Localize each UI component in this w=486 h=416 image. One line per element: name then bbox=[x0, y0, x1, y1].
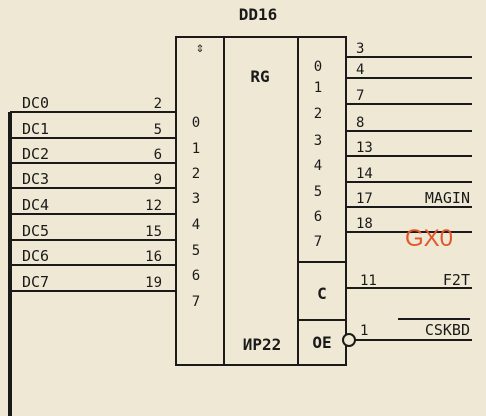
input-pin-number: 15 bbox=[145, 224, 162, 240]
output-pin-number: 3 bbox=[356, 41, 364, 57]
output-pin-number: 14 bbox=[356, 166, 373, 182]
chip-part-label: ИР22 bbox=[243, 335, 282, 354]
output-bit-label: 4 bbox=[314, 158, 322, 174]
output-pin-number: 18 bbox=[356, 216, 373, 232]
output-pin-number: 4 bbox=[356, 62, 364, 78]
clock-net-label: F2T bbox=[443, 271, 470, 289]
input-net-label: DC6 bbox=[22, 247, 49, 265]
output-bit-label: 1 bbox=[314, 80, 322, 96]
clock-input-label: C bbox=[317, 284, 327, 303]
input-pin-number: 2 bbox=[154, 96, 162, 112]
input-bit-label: 2 bbox=[192, 166, 200, 182]
input-pin-number: 12 bbox=[145, 198, 162, 214]
clock-pin-number: 11 bbox=[360, 273, 377, 289]
output-net-label: MAGIN bbox=[425, 189, 470, 207]
output-bit-label: 3 bbox=[314, 133, 322, 149]
output-pin-number: 8 bbox=[356, 115, 364, 131]
input-pin-number: 9 bbox=[154, 172, 162, 188]
input-pin-number: 5 bbox=[154, 122, 162, 138]
output-bit-label: 6 bbox=[314, 209, 322, 225]
output-pin-number: 17 bbox=[356, 191, 373, 207]
bidirectional-arrow-icon: ⇕ bbox=[196, 40, 204, 56]
input-bit-label: 7 bbox=[192, 294, 200, 310]
input-bit-label: 5 bbox=[192, 243, 200, 259]
annotation-text: GX0 bbox=[405, 225, 453, 252]
input-bit-label: 3 bbox=[192, 191, 200, 207]
output-bit-label: 2 bbox=[314, 106, 322, 122]
output-bit-label: 0 bbox=[314, 59, 322, 75]
chip-function-label: RG bbox=[250, 67, 269, 86]
oe-pin-number: 1 bbox=[360, 323, 368, 339]
chip-body bbox=[175, 36, 347, 366]
input-bit-label: 0 bbox=[192, 115, 200, 131]
input-bit-label: 4 bbox=[192, 217, 200, 233]
input-pin-number: 19 bbox=[145, 275, 162, 291]
input-pin-number: 6 bbox=[154, 147, 162, 163]
oe-input-label: OE bbox=[312, 333, 331, 352]
inversion-bubble-icon bbox=[342, 333, 356, 347]
output-bit-label: 5 bbox=[314, 184, 322, 200]
input-pin-number: 16 bbox=[145, 249, 162, 265]
input-net-label: DC7 bbox=[22, 273, 49, 291]
input-bit-label: 6 bbox=[192, 268, 200, 284]
input-net-label: DC3 bbox=[22, 170, 49, 188]
chip-ref-label: DD16 bbox=[239, 5, 278, 24]
input-bit-label: 1 bbox=[192, 141, 200, 157]
input-net-label: DC1 bbox=[22, 120, 49, 138]
output-pin-number: 7 bbox=[356, 88, 364, 104]
input-net-label: DC5 bbox=[22, 222, 49, 240]
output-bit-label: 7 bbox=[314, 234, 322, 250]
input-net-label: DC0 bbox=[22, 94, 49, 112]
input-net-label: DC2 bbox=[22, 145, 49, 163]
output-pin-number: 13 bbox=[356, 140, 373, 156]
oe-net-label: CSKBD bbox=[425, 321, 470, 339]
input-net-label: DC4 bbox=[22, 196, 49, 214]
